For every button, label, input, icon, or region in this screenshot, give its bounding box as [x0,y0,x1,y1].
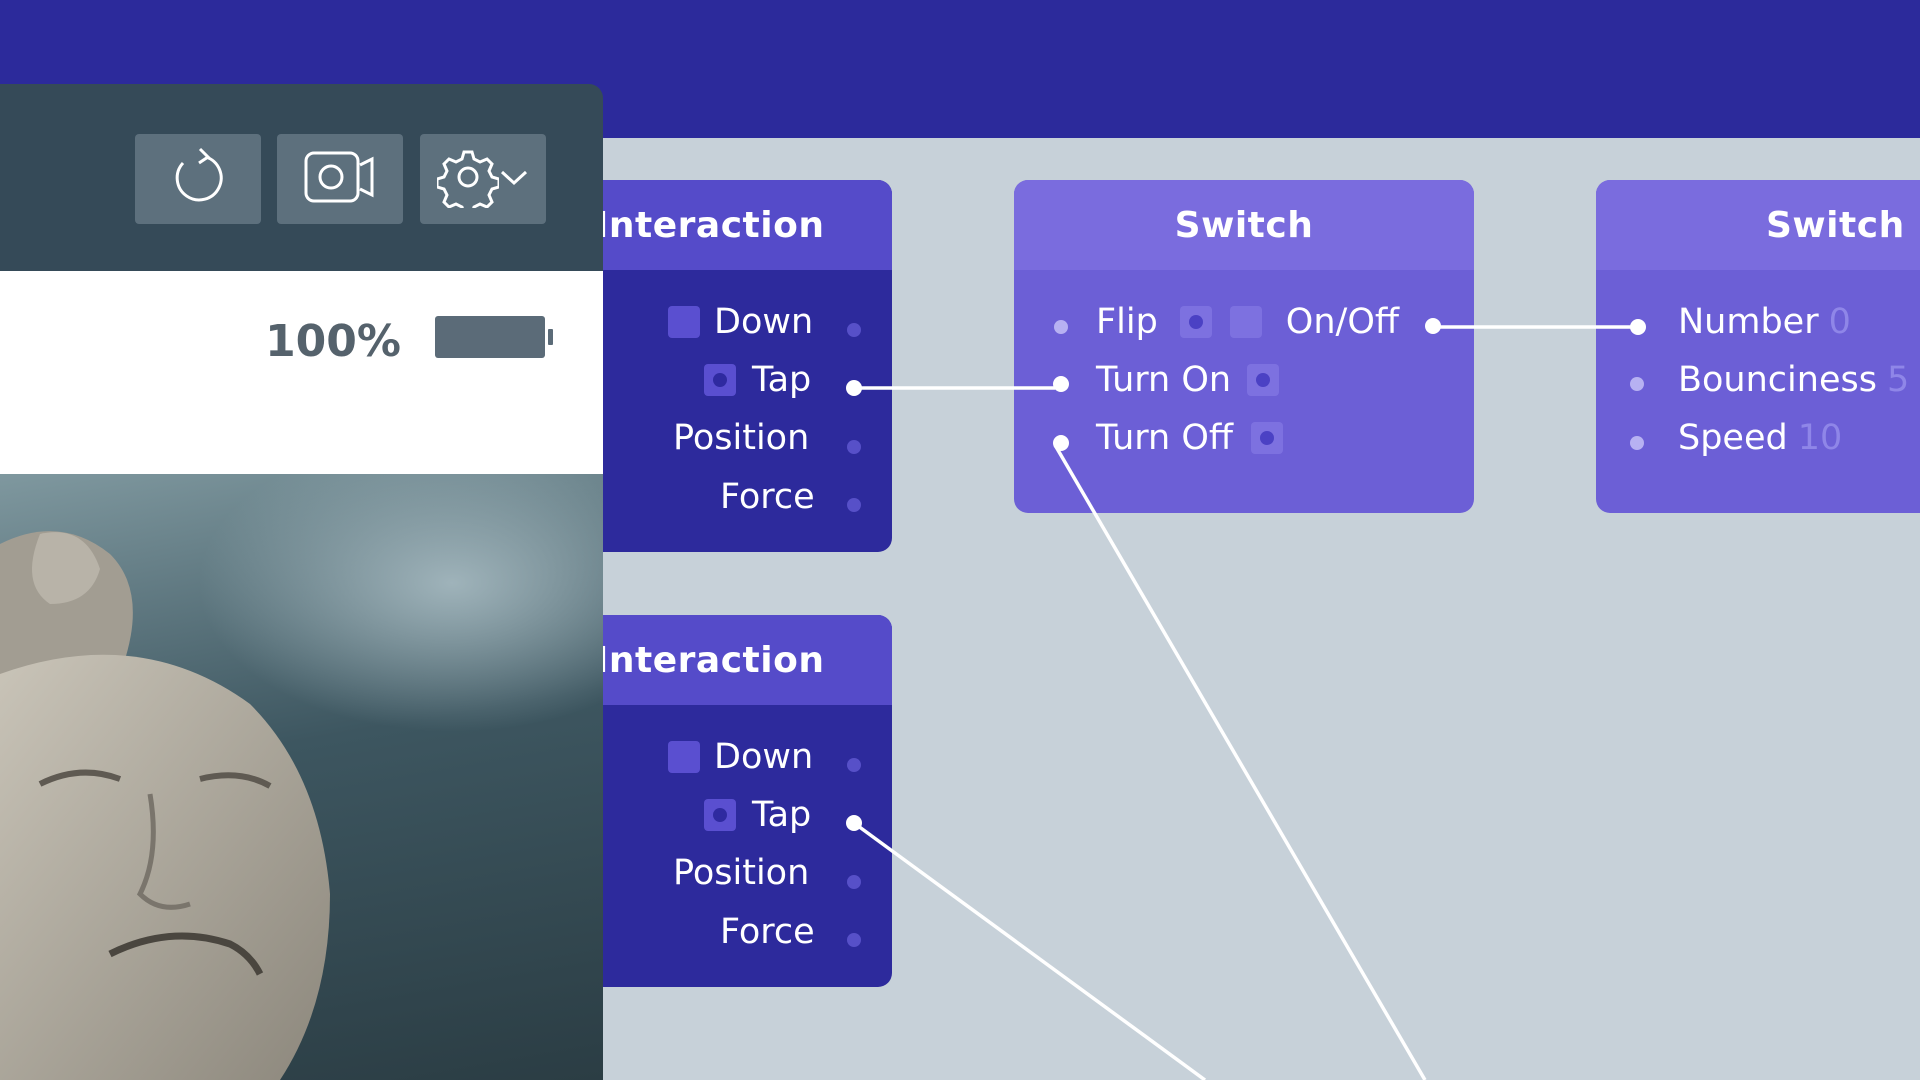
battery-icon [435,316,545,358]
output-port-position[interactable] [847,875,861,889]
port-label: Down [714,302,814,342]
param-value[interactable]: 10 [1797,418,1843,458]
param-row-number[interactable]: Number 0 [1678,302,1851,342]
node-title[interactable]: Switch [1014,180,1474,270]
input-port-speed[interactable] [1630,436,1644,450]
battery-percent: 100% [265,316,401,367]
port-row-down[interactable]: Down [668,302,813,342]
output-port-down[interactable] [847,323,861,337]
port-label: Down [714,737,814,777]
device-status-bar: 100% [0,271,603,474]
checkbox-square[interactable] [668,306,700,338]
refresh-icon [166,145,230,213]
switch-node-2[interactable]: Switch Number 0 Bounciness 5 Speed 10 [1596,180,1920,513]
param-value[interactable]: 5 [1886,360,1910,400]
output-label: On/Off [1285,302,1399,342]
port-label: Turn Off [1096,418,1233,458]
port-row-down[interactable]: Down [668,737,813,777]
output-port-force[interactable] [847,498,861,512]
input-port-turn-off[interactable] [1053,435,1069,451]
checkbox-dot[interactable] [704,799,736,831]
port-label: Flip [1096,302,1158,342]
preview-toolbar [0,84,603,271]
port-row-turn-off[interactable]: Turn Off [1096,418,1283,458]
settings-dropdown-button[interactable] [420,134,546,224]
param-value[interactable]: 0 [1828,302,1851,342]
param-row-bounciness[interactable]: Bounciness 5 [1678,360,1909,400]
port-row-tap[interactable]: Tap [704,795,811,835]
node-title[interactable]: Switch [1596,180,1920,270]
checkbox-dot[interactable] [1247,364,1280,396]
switch-node-2-title: Switch [1766,204,1905,246]
output-port-position[interactable] [847,440,861,454]
chevron-down-icon [499,167,529,191]
port-row-force[interactable]: Force [720,912,815,952]
output-port-force[interactable] [847,933,861,947]
port-row-tap[interactable]: Tap [704,360,811,400]
record-video-button[interactable] [277,134,403,224]
port-label: Force [720,477,815,517]
param-label: Number [1678,302,1819,342]
output-port-tap[interactable] [846,380,862,396]
video-camera-icon [300,145,380,213]
port-row-force[interactable]: Force [720,477,815,517]
terracotta-warrior-image [0,531,330,1080]
interaction-node-2-title: Interaction [595,639,825,681]
gear-icon [435,146,501,216]
preview-photo [0,474,603,1080]
param-label: Speed [1678,418,1788,458]
checkbox-dot[interactable] [704,364,736,396]
param-row-speed[interactable]: Speed 10 [1678,418,1842,458]
interaction-node-1-title: Interaction [595,204,825,246]
input-port-bounciness[interactable] [1630,377,1644,391]
port-label: Force [720,912,815,952]
checkbox-dot[interactable] [1179,306,1212,338]
preview-panel: 100% [0,84,603,1080]
port-row-position[interactable]: Position [673,418,809,458]
port-label: Position [673,418,810,458]
port-label: Turn On [1096,360,1232,400]
switch-node-1-title: Switch [1174,204,1314,246]
battery-tip [548,329,553,345]
checkbox-square[interactable] [668,741,700,773]
port-row-position[interactable]: Position [673,853,809,893]
port-label: Tap [752,795,812,835]
refresh-button[interactable] [135,134,261,224]
checkbox-square[interactable] [1229,306,1262,338]
switch-node-1[interactable]: Switch Flip On/Off Turn On Turn Off [1014,180,1474,513]
port-label: Tap [752,360,812,400]
checkbox-dot[interactable] [1251,422,1283,454]
input-port-turn-on[interactable] [1053,376,1069,392]
output-port-down[interactable] [847,758,861,772]
output-port-tap[interactable] [846,815,862,831]
port-label: Position [673,853,810,893]
input-port-flip[interactable] [1054,320,1068,334]
param-label: Bounciness [1678,360,1877,400]
port-row-turn-on[interactable]: Turn On [1096,360,1280,400]
output-port-on-off[interactable] [1425,318,1441,334]
port-row-flip[interactable]: Flip On/Off [1096,302,1399,342]
input-port-number[interactable] [1630,319,1646,335]
